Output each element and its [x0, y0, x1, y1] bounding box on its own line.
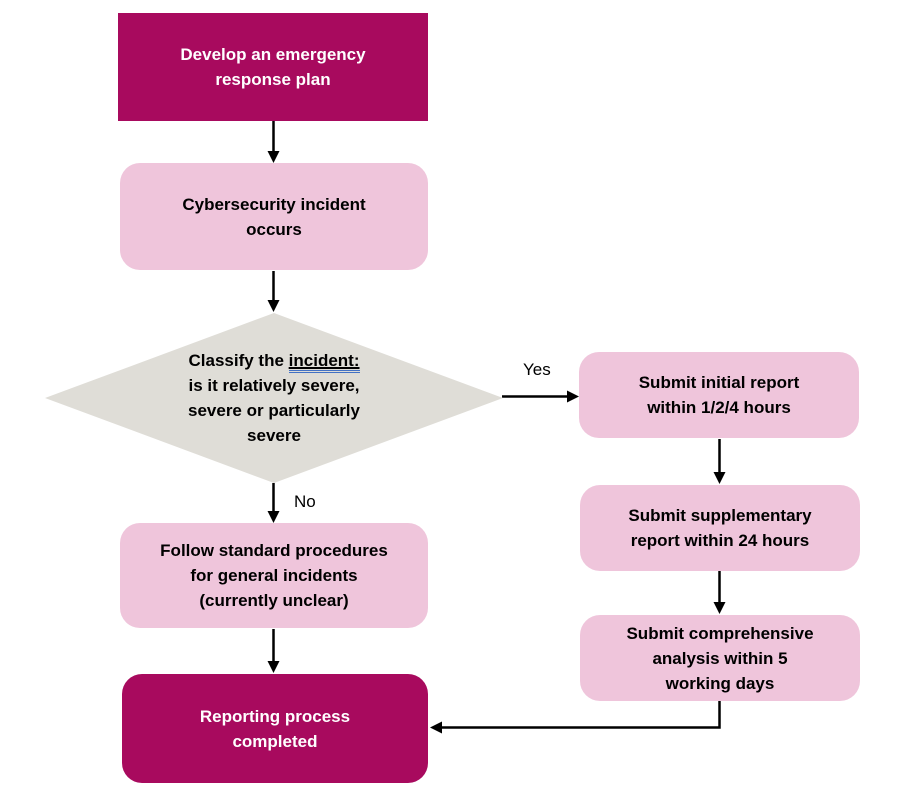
diamond-text-rest: is it relatively severe, severe or parti…	[188, 376, 360, 445]
node-comprehensive-analysis: Submit comprehensive analysis within 5 w…	[580, 615, 860, 701]
arrow-decision-to-initial-report	[502, 390, 579, 403]
arrow-standard-to-completed	[267, 629, 280, 673]
diamond-text: Classify the incident: is it relatively …	[146, 348, 402, 448]
arrow-comprehensive-to-completed	[430, 701, 721, 734]
arrow-supplementary-to-comprehensive	[713, 571, 726, 614]
edge-label-yes: Yes	[523, 360, 551, 379]
arrow-develop-to-incident	[267, 121, 280, 163]
node-initial-report: Submit initial report within 1/2/4 hours	[579, 352, 859, 438]
node-standard-procedures: Follow standard procedures for general i…	[120, 523, 428, 628]
node-incident-occurs: Cybersecurity incident occurs	[120, 163, 428, 270]
diamond-text-prefix: Classify the	[188, 351, 289, 370]
arrow-decision-to-standard-procedures	[267, 483, 280, 523]
edge-label-no: No	[294, 492, 316, 511]
node-classify-decision: Classify the incident: is it relatively …	[45, 313, 503, 483]
node-process-completed: Reporting process completed	[122, 674, 428, 783]
arrow-incident-to-decision	[267, 271, 280, 312]
node-develop-plan: Develop an emergency response plan	[118, 13, 428, 121]
arrow-initial-to-supplementary	[713, 439, 726, 484]
diamond-text-underlined: incident:	[288, 351, 360, 373]
node-supplementary-report: Submit supplementary report within 24 ho…	[580, 485, 860, 571]
